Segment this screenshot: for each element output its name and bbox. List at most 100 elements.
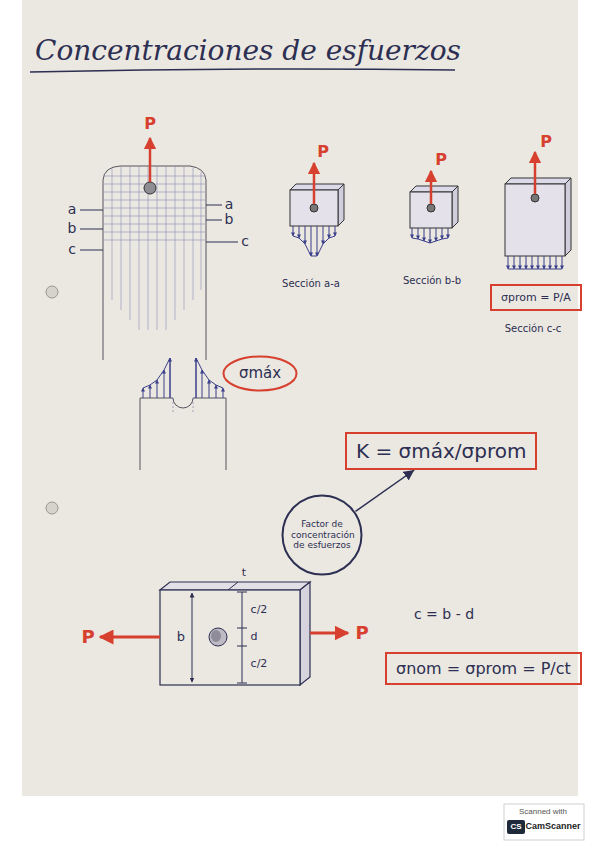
plate-with-hole-part (228, 582, 238, 590)
load-label: P (81, 627, 94, 647)
title-underline (30, 69, 455, 72)
loaded-bar-part (104, 166, 205, 330)
section-c-c-part-part (562, 256, 563, 269)
punch-hole-part (46, 502, 58, 514)
section-b-b-part-part (412, 228, 413, 238)
node-text: σnom = σprom = P/ct (396, 659, 571, 678)
section-b-b-part-part (442, 228, 443, 239)
cut-bar-part-part (223, 388, 224, 398)
cut-bar-part (140, 398, 226, 470)
relation-note: c = b - d (414, 607, 474, 622)
section-c-c (505, 152, 571, 269)
dimension-label: b (177, 630, 185, 644)
section-c-c-part-part (538, 256, 539, 269)
section-c-c-part-part (526, 256, 527, 269)
cut-bar-part (143, 358, 170, 398)
cut-bar-part-part (209, 380, 210, 398)
section-a-a-part (290, 184, 344, 190)
section-b-b-part (412, 238, 448, 243)
section-letter: c (68, 242, 76, 257)
node-outline (283, 496, 362, 575)
cut-bar-part-part (202, 370, 203, 398)
section-c-c-part-part (514, 256, 515, 269)
formula-box: K = σmáx/σprom (345, 432, 537, 470)
section-a-a-part (293, 226, 335, 256)
load-label: P (355, 623, 368, 643)
section-c-c-part-part (520, 256, 521, 269)
page-title: Concentraciones de esfuerzos (35, 36, 461, 67)
section-letter: b (68, 221, 77, 236)
note-circle: Factor de concentración de esfuerzos (281, 494, 363, 576)
section-a-a (290, 163, 344, 256)
paper-part (22, 0, 578, 796)
loaded-bar-part-part (80, 210, 103, 250)
watermark-text: Scanned with (519, 808, 567, 817)
scanner-watermark (504, 804, 584, 840)
section-c-c-part (505, 184, 565, 256)
section-b-b-part-part (430, 228, 431, 243)
section-c-c-part-part (544, 256, 545, 269)
loaded-bar-part (103, 166, 206, 360)
plate-with-hole-part (209, 628, 227, 646)
loaded-bar-part-part (104, 176, 205, 240)
plate-with-hole-part (160, 582, 310, 590)
section-a-a-part (313, 163, 316, 204)
punch-hole (46, 286, 58, 514)
section-letter: a (225, 197, 234, 212)
cut-bar-part-part (164, 370, 165, 398)
scanner-watermark-part (507, 820, 525, 834)
section-b-b-part-part (424, 228, 425, 241)
plate-with-hole-part (160, 590, 300, 685)
section-letter: a (68, 202, 77, 217)
cut-bar-part-part (157, 380, 158, 398)
plate-with-hole-part (211, 630, 221, 642)
section-a-a-part-part (335, 226, 336, 236)
section-letter: b (225, 212, 234, 227)
cut-bar-part-part (150, 385, 151, 398)
loaded-bar (80, 138, 238, 360)
section-a-a-part-part (305, 226, 306, 244)
node-outline (224, 356, 297, 390)
section-c-c-part-part (550, 256, 551, 269)
dimension-label: c/2 (251, 658, 268, 670)
node-text: K = σmáx/σprom (356, 439, 526, 463)
section-c-c-part (565, 178, 571, 256)
scanner-watermark-part (504, 804, 584, 840)
section-b-b (410, 171, 458, 243)
plate-with-hole-part (192, 593, 193, 682)
plate-with-hole-part (237, 592, 247, 683)
section-a-a-part (310, 204, 318, 212)
section-c-c-part (505, 178, 571, 184)
section-b-b-part-part (448, 228, 449, 238)
section-c-c-part (534, 152, 537, 194)
load-label: P (540, 133, 552, 151)
dimension-label: t (242, 567, 246, 579)
formula-box: σnom = σprom = P/ct (385, 652, 582, 685)
section-a-a-part (293, 236, 335, 256)
load-label: P (144, 115, 156, 133)
dimension-label: c/2 (251, 604, 268, 616)
cut-bar-part-part (143, 388, 144, 398)
dimension-label: d (251, 631, 258, 643)
plate-with-hole-part (310, 632, 348, 635)
load-label: P (435, 151, 447, 169)
section-c-c-part-part (556, 256, 557, 269)
section-b-b-part (412, 228, 448, 243)
callout-ellipse: σmáx (222, 355, 298, 392)
watermark-logo: CS (510, 823, 521, 832)
plate-with-hole-part (100, 636, 160, 639)
section-c-c-part-part (508, 256, 509, 269)
plate-with-hole-part (300, 582, 310, 685)
section-letter: c (241, 234, 249, 249)
section-b-b-part-part (418, 228, 419, 239)
section-a-a-part-part (299, 226, 300, 238)
loaded-bar-part (144, 182, 156, 194)
cut-bar-part-part (216, 385, 217, 398)
section-b-b-part (410, 186, 458, 192)
